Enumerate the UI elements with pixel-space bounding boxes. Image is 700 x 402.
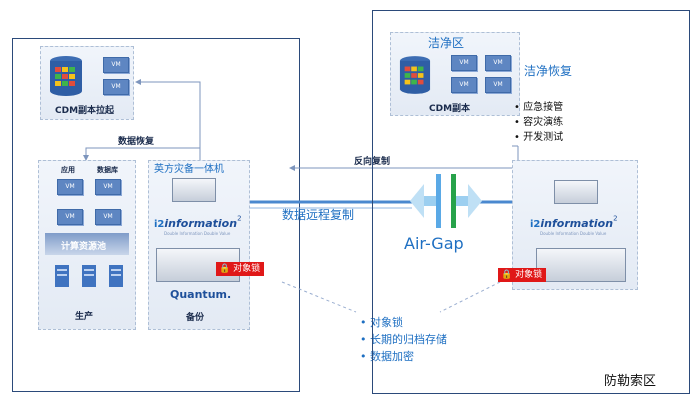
production-site-panel [12,38,300,392]
brand-name: information [540,217,614,230]
vm-icon: VM [451,55,477,71]
usage-item: • 开发测试 [514,132,564,143]
i2-mark: i2 [530,219,541,230]
app-label: 应用 [61,166,75,174]
lock-tag-label: 对象锁 [233,264,261,274]
cdm-pullup-box: VM VM CDM副本拉起 [40,46,134,120]
database-icon [50,56,82,96]
compute-pool-band [45,233,129,255]
vm-icon: VM [57,209,83,225]
brand-sup: 2 [613,214,618,223]
vm-icon: VM [57,179,83,195]
target-storage-icon [536,248,626,282]
brand-tagline: Double Information Double Value [164,231,231,236]
airgap-label: Air-Gap [404,234,464,253]
lock-icon: 🔒 [501,270,513,280]
usage-item: • 应急接管 [514,102,564,113]
features-list: • 对象锁 • 长期的归档存储 • 数据加密 [360,314,447,365]
usage-list: • 应急接管 • 容灾演练 • 开发测试 [514,100,563,145]
feature-item: • 对象锁 [360,316,403,329]
vm-icon: VM [103,79,129,95]
vm-icon: VM [103,57,129,73]
i2-logo-right: i2information2 Double Information Double… [530,212,618,236]
object-lock-tag-right: 🔒 对象锁 [498,268,547,282]
vm-icon: VM [485,55,511,71]
backup-server-icon [172,178,216,202]
i2-logo: i2information2 Double Information Double… [154,212,242,236]
ransomware-zone-panel [372,10,690,394]
cdm-pullup-caption: CDM副本拉起 [55,106,115,116]
brand-name: information [164,217,238,230]
quantum-logo: Quantum. [170,288,232,301]
remote-copy-label: 数据远程复制 [282,208,355,222]
feature-item: • 数据加密 [360,350,414,363]
brand-tagline: Double Information Double Value [540,231,607,236]
lock-tag-label: 对象锁 [515,270,543,280]
clean-zone-box: VM VM VM VM CDM副本 [390,32,520,116]
brand-sup: 2 [237,214,242,223]
target-server-icon [554,180,598,204]
lock-icon: 🔒 [219,264,231,274]
production-caption: 生产 [75,312,94,322]
usage-item: • 容灾演练 [514,117,564,128]
object-lock-tag: 🔒 对象锁 [216,262,265,276]
vm-icon: VM [95,209,121,225]
ransomware-zone-label: 防勒索区 [604,374,657,389]
compute-pool-label: 计算资源池 [61,242,107,252]
cdm-copy-caption: CDM副本 [429,104,471,114]
clean-zone-title: 洁净区 [428,36,465,50]
i2-mark: i2 [154,219,165,230]
production-box: 应用 数据库 VM VM VM VM 计算资源池 生产 [38,160,136,330]
airgap-icon [410,174,482,228]
server-rack-icons [55,265,123,287]
feature-item: • 长期的归档存储 [360,333,447,346]
vm-icon: VM [95,179,121,195]
vm-icon: VM [451,77,477,93]
database-icon [399,56,431,94]
clean-recovery-label: 洁净恢复 [524,64,573,78]
appliance-title: 英方灾备一体机 [154,164,224,175]
backup-caption: 备份 [186,313,205,323]
data-recovery-label: 数据恢复 [118,137,155,147]
db-label: 数据库 [97,166,118,174]
vm-icon: VM [485,77,511,93]
